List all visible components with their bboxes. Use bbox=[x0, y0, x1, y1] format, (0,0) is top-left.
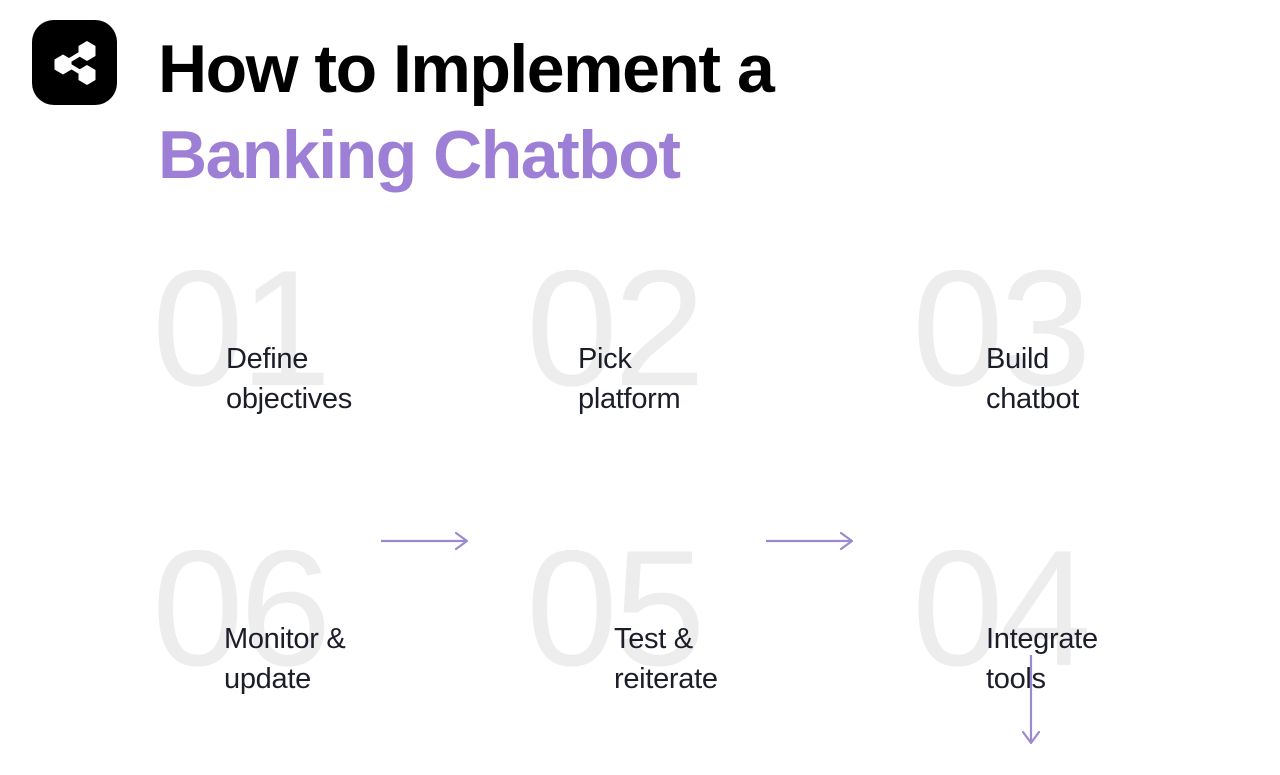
page-title: How to Implement a Banking Chatbot bbox=[158, 26, 1058, 198]
step-label-line-2: chatbot bbox=[986, 383, 1080, 415]
arrow-right-icon bbox=[380, 530, 472, 552]
step-number-watermark: 03 bbox=[912, 236, 1092, 420]
connector-03-to-04 bbox=[1018, 654, 1044, 750]
step-label-line-1: Pick bbox=[578, 343, 632, 375]
step-label: Define objectives bbox=[226, 339, 352, 419]
header: How to Implement a Banking Chatbot bbox=[0, 0, 1280, 215]
step-label: Pick platform bbox=[578, 339, 681, 419]
step-number-watermark: 04 bbox=[912, 516, 1092, 700]
step-label: Test & reiterate bbox=[614, 619, 718, 699]
process-step-05: 05 Test & reiterate bbox=[526, 526, 826, 736]
arrow-down-icon bbox=[1018, 654, 1044, 750]
step-number-watermark: 01 bbox=[152, 236, 332, 420]
step-number-watermark: 06 bbox=[152, 516, 332, 700]
connector-02-to-03 bbox=[765, 530, 857, 552]
process-step-03: 03 Build chatbot bbox=[912, 246, 1212, 456]
process-step-06: 06 Monitor & update bbox=[152, 526, 452, 736]
share-network-icon bbox=[49, 37, 101, 89]
step-label-line-2: platform bbox=[578, 383, 681, 415]
title-line-accent: Banking Chatbot bbox=[158, 117, 681, 193]
step-label-line-2: update bbox=[224, 663, 311, 695]
process-step-02: 02 Pick platform bbox=[526, 246, 826, 456]
step-label-line-1: Build bbox=[986, 343, 1049, 375]
step-label: Monitor & update bbox=[224, 619, 346, 699]
connector-01-to-02 bbox=[380, 530, 472, 552]
title-line-primary: How to Implement a bbox=[158, 31, 775, 107]
step-number-watermark: 05 bbox=[526, 516, 706, 700]
logo-badge bbox=[32, 20, 117, 105]
step-label-line-1: Monitor & bbox=[224, 623, 346, 655]
step-label-line-1: Integrate bbox=[986, 623, 1098, 655]
step-label-line-1: Test & bbox=[614, 623, 693, 655]
step-label-line-2: reiterate bbox=[614, 663, 718, 695]
step-label-line-1: Define bbox=[226, 343, 309, 375]
step-label: Build chatbot bbox=[986, 339, 1079, 419]
step-label-line-2: objectives bbox=[226, 383, 352, 415]
step-number-watermark: 02 bbox=[526, 236, 706, 420]
step-label: Integrate tools bbox=[986, 619, 1098, 699]
process-step-01: 01 Define objectives bbox=[152, 246, 452, 456]
arrow-right-icon bbox=[765, 530, 857, 552]
process-flow-diagram: 01 Define objectives 02 Pick platform 03… bbox=[0, 230, 1280, 750]
process-step-04: 04 Integrate tools bbox=[912, 526, 1212, 736]
step-label-line-2: tools bbox=[986, 663, 1046, 695]
